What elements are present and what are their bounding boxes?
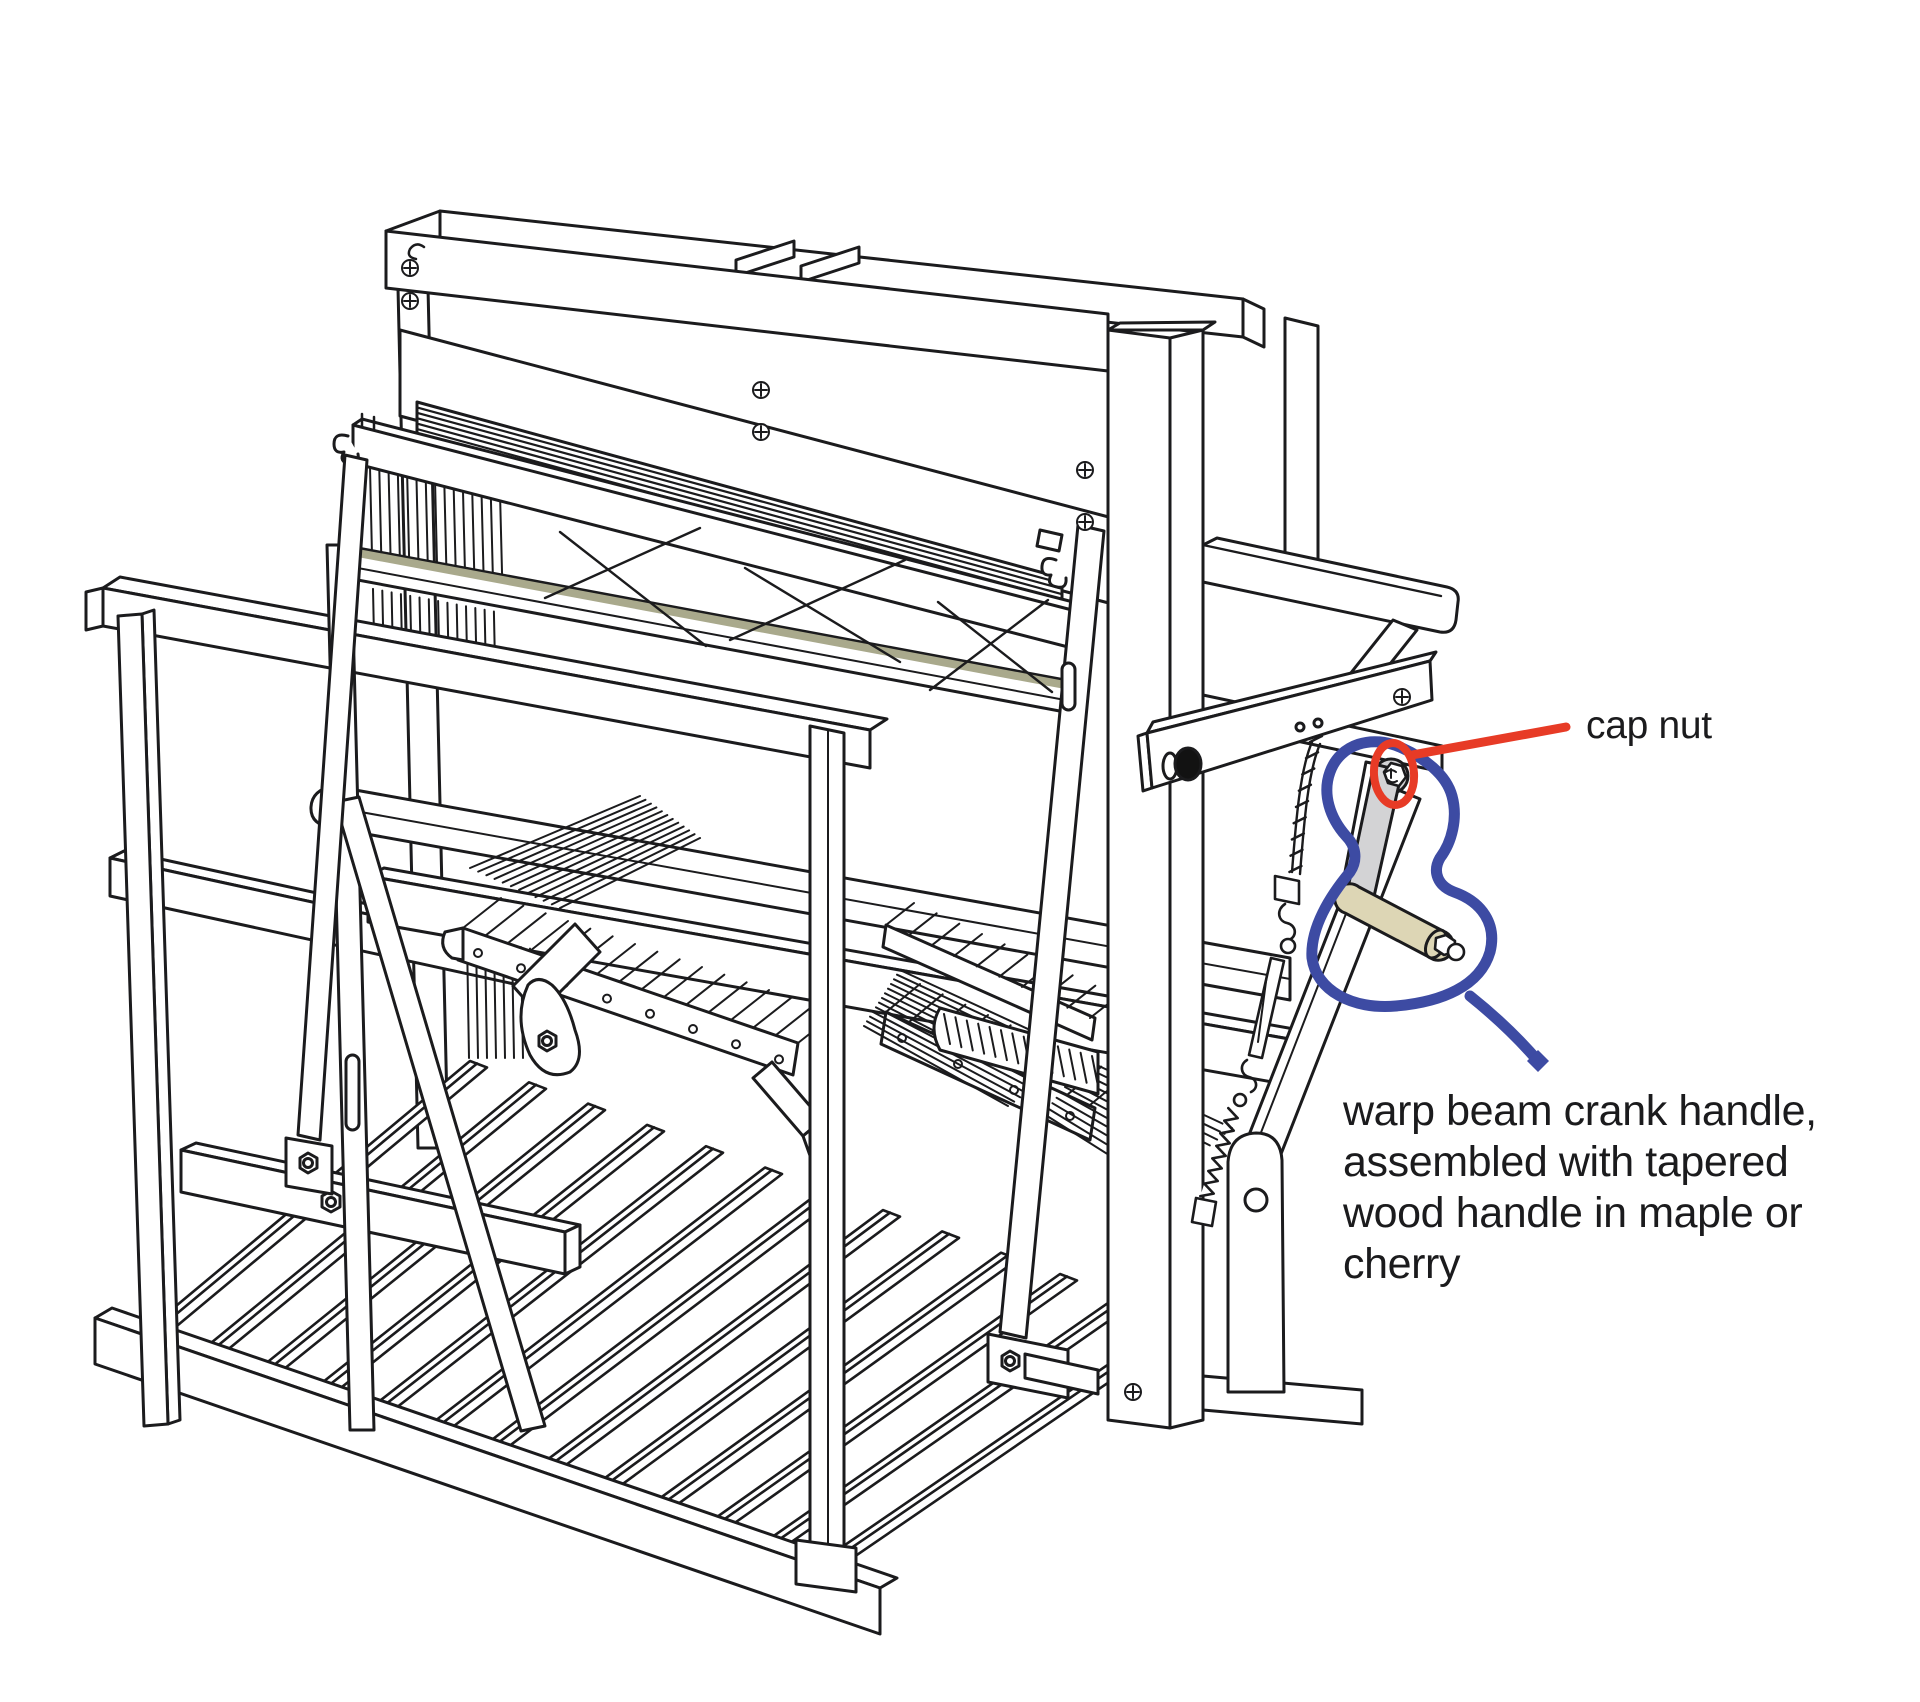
small-rear-rail [1023, 1352, 1100, 1396]
front-right-post [1106, 320, 1217, 1430]
label-crank-handle: warp beam crank handle, assembled with t… [1343, 1087, 1817, 1288]
beater-upright-center [794, 724, 858, 1594]
red-callout [1369, 722, 1571, 809]
red-callout-circle [1369, 739, 1419, 809]
lamm-pivot-bracket [511, 922, 602, 1077]
warp-beam-bracket-arm [1136, 650, 1438, 793]
castle-top-box [384, 209, 1266, 1150]
bracket-screw [1393, 688, 1411, 706]
label-cap-nut: cap nut [1586, 704, 1712, 747]
red-callout-leader [1407, 722, 1571, 760]
handle-end-cap [1446, 942, 1466, 962]
heddle-row-upper [369, 466, 504, 581]
rope-ticks [1288, 734, 1324, 874]
beater-upright-left [284, 453, 369, 1196]
side-rail-upper [1201, 536, 1460, 634]
rear-right-post [1283, 316, 1320, 570]
beater-clamp-wingnut [1040, 557, 1068, 589]
brake-spring [1199, 1106, 1239, 1198]
blue-callout-leader [1464, 990, 1544, 1067]
bottom-front-rail [93, 1306, 899, 1636]
warp-beam-roll [932, 1006, 1100, 1096]
diagonal-brace [333, 795, 547, 1433]
front-left-post [116, 608, 182, 1428]
brake-knob [1173, 746, 1203, 782]
assembly-screws [401, 259, 1142, 1401]
heddle-fan-left [469, 795, 701, 909]
blue-callout-loop [1306, 736, 1549, 1072]
left-frame-top-rail [84, 575, 889, 770]
turnbuckle-assembly [1190, 874, 1301, 1228]
pulley-rope [1288, 734, 1324, 876]
tieup-cord-crosses [543, 526, 1054, 694]
